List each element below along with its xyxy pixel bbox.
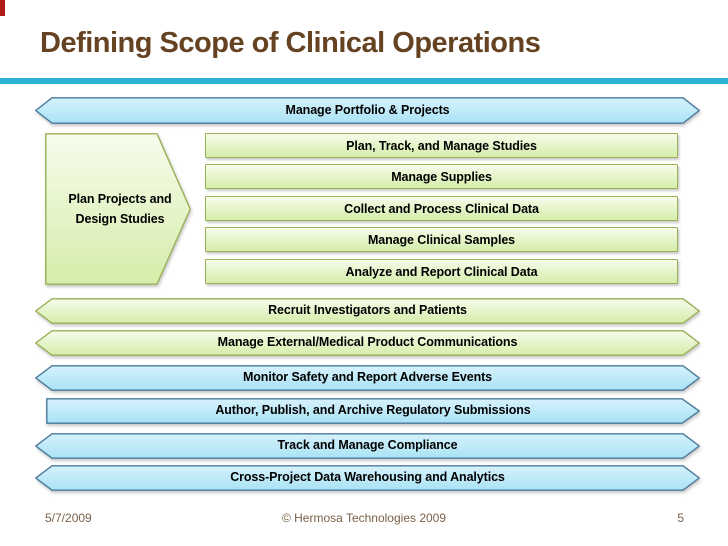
bar-label: Recruit Investigators and Patients	[268, 303, 467, 318]
pentagon-shape	[46, 398, 700, 424]
bar-label: Track and Manage Compliance	[277, 438, 458, 453]
bar-manage-portfolio: Manage Portfolio & Projects	[35, 97, 700, 124]
box-analyze-report-clinical-data: Analyze and Report Clinical Data	[205, 259, 678, 284]
bar-track-manage-compliance: Track and Manage Compliance	[35, 433, 700, 459]
slide-title: Defining Scope of Clinical Operations	[40, 27, 541, 59]
hexagon-shape	[35, 298, 700, 324]
bar-label: Monitor Safety and Report Adverse Events	[242, 370, 493, 385]
bar-label: Cross-Project Data Warehousing and Analy…	[230, 470, 505, 485]
hexagon-shape	[35, 365, 700, 391]
hexagon-shape	[35, 433, 700, 459]
slide-footer: 5/7/2009 © Hermosa Technologies 2009 5	[0, 511, 728, 529]
bar-monitor-safety: Monitor Safety and Report Adverse Events	[35, 365, 700, 391]
hexagon-shape	[35, 330, 700, 356]
box-collect-process-clinical-data: Collect and Process Clinical Data	[205, 196, 678, 221]
footer-date: 5/7/2009	[45, 511, 92, 525]
pentagon-shape	[45, 133, 191, 285]
bar-label: Author, Publish, and Archive Regulatory …	[215, 403, 531, 418]
bar-author-publish-archive: Author, Publish, and Archive Regulatory …	[46, 398, 700, 424]
footer-page-number: 5	[677, 511, 684, 525]
pentagon-label: Plan Projects and Design Studies	[68, 192, 172, 226]
bar-label: Manage External/Medical Product Communic…	[217, 335, 518, 350]
hexagon-shape	[35, 465, 700, 491]
bar-label: Manage Portfolio & Projects	[285, 102, 450, 117]
bar-cross-project-analytics: Cross-Project Data Warehousing and Analy…	[35, 465, 700, 491]
hexagon-shape	[35, 97, 700, 124]
box-manage-clinical-samples: Manage Clinical Samples	[205, 227, 678, 252]
bar-external-medical-communications: Manage External/Medical Product Communic…	[35, 330, 700, 356]
bar-recruit-investigators: Recruit Investigators and Patients	[35, 298, 700, 324]
pentagon-plan-projects: Plan Projects and Design Studies	[45, 133, 191, 285]
footer-copyright: © Hermosa Technologies 2009	[281, 511, 447, 525]
red-accent-tab	[0, 0, 5, 16]
title-underline-rule	[0, 78, 728, 84]
box-plan-track-manage-studies: Plan, Track, and Manage Studies	[205, 133, 678, 158]
box-manage-supplies: Manage Supplies	[205, 164, 678, 189]
